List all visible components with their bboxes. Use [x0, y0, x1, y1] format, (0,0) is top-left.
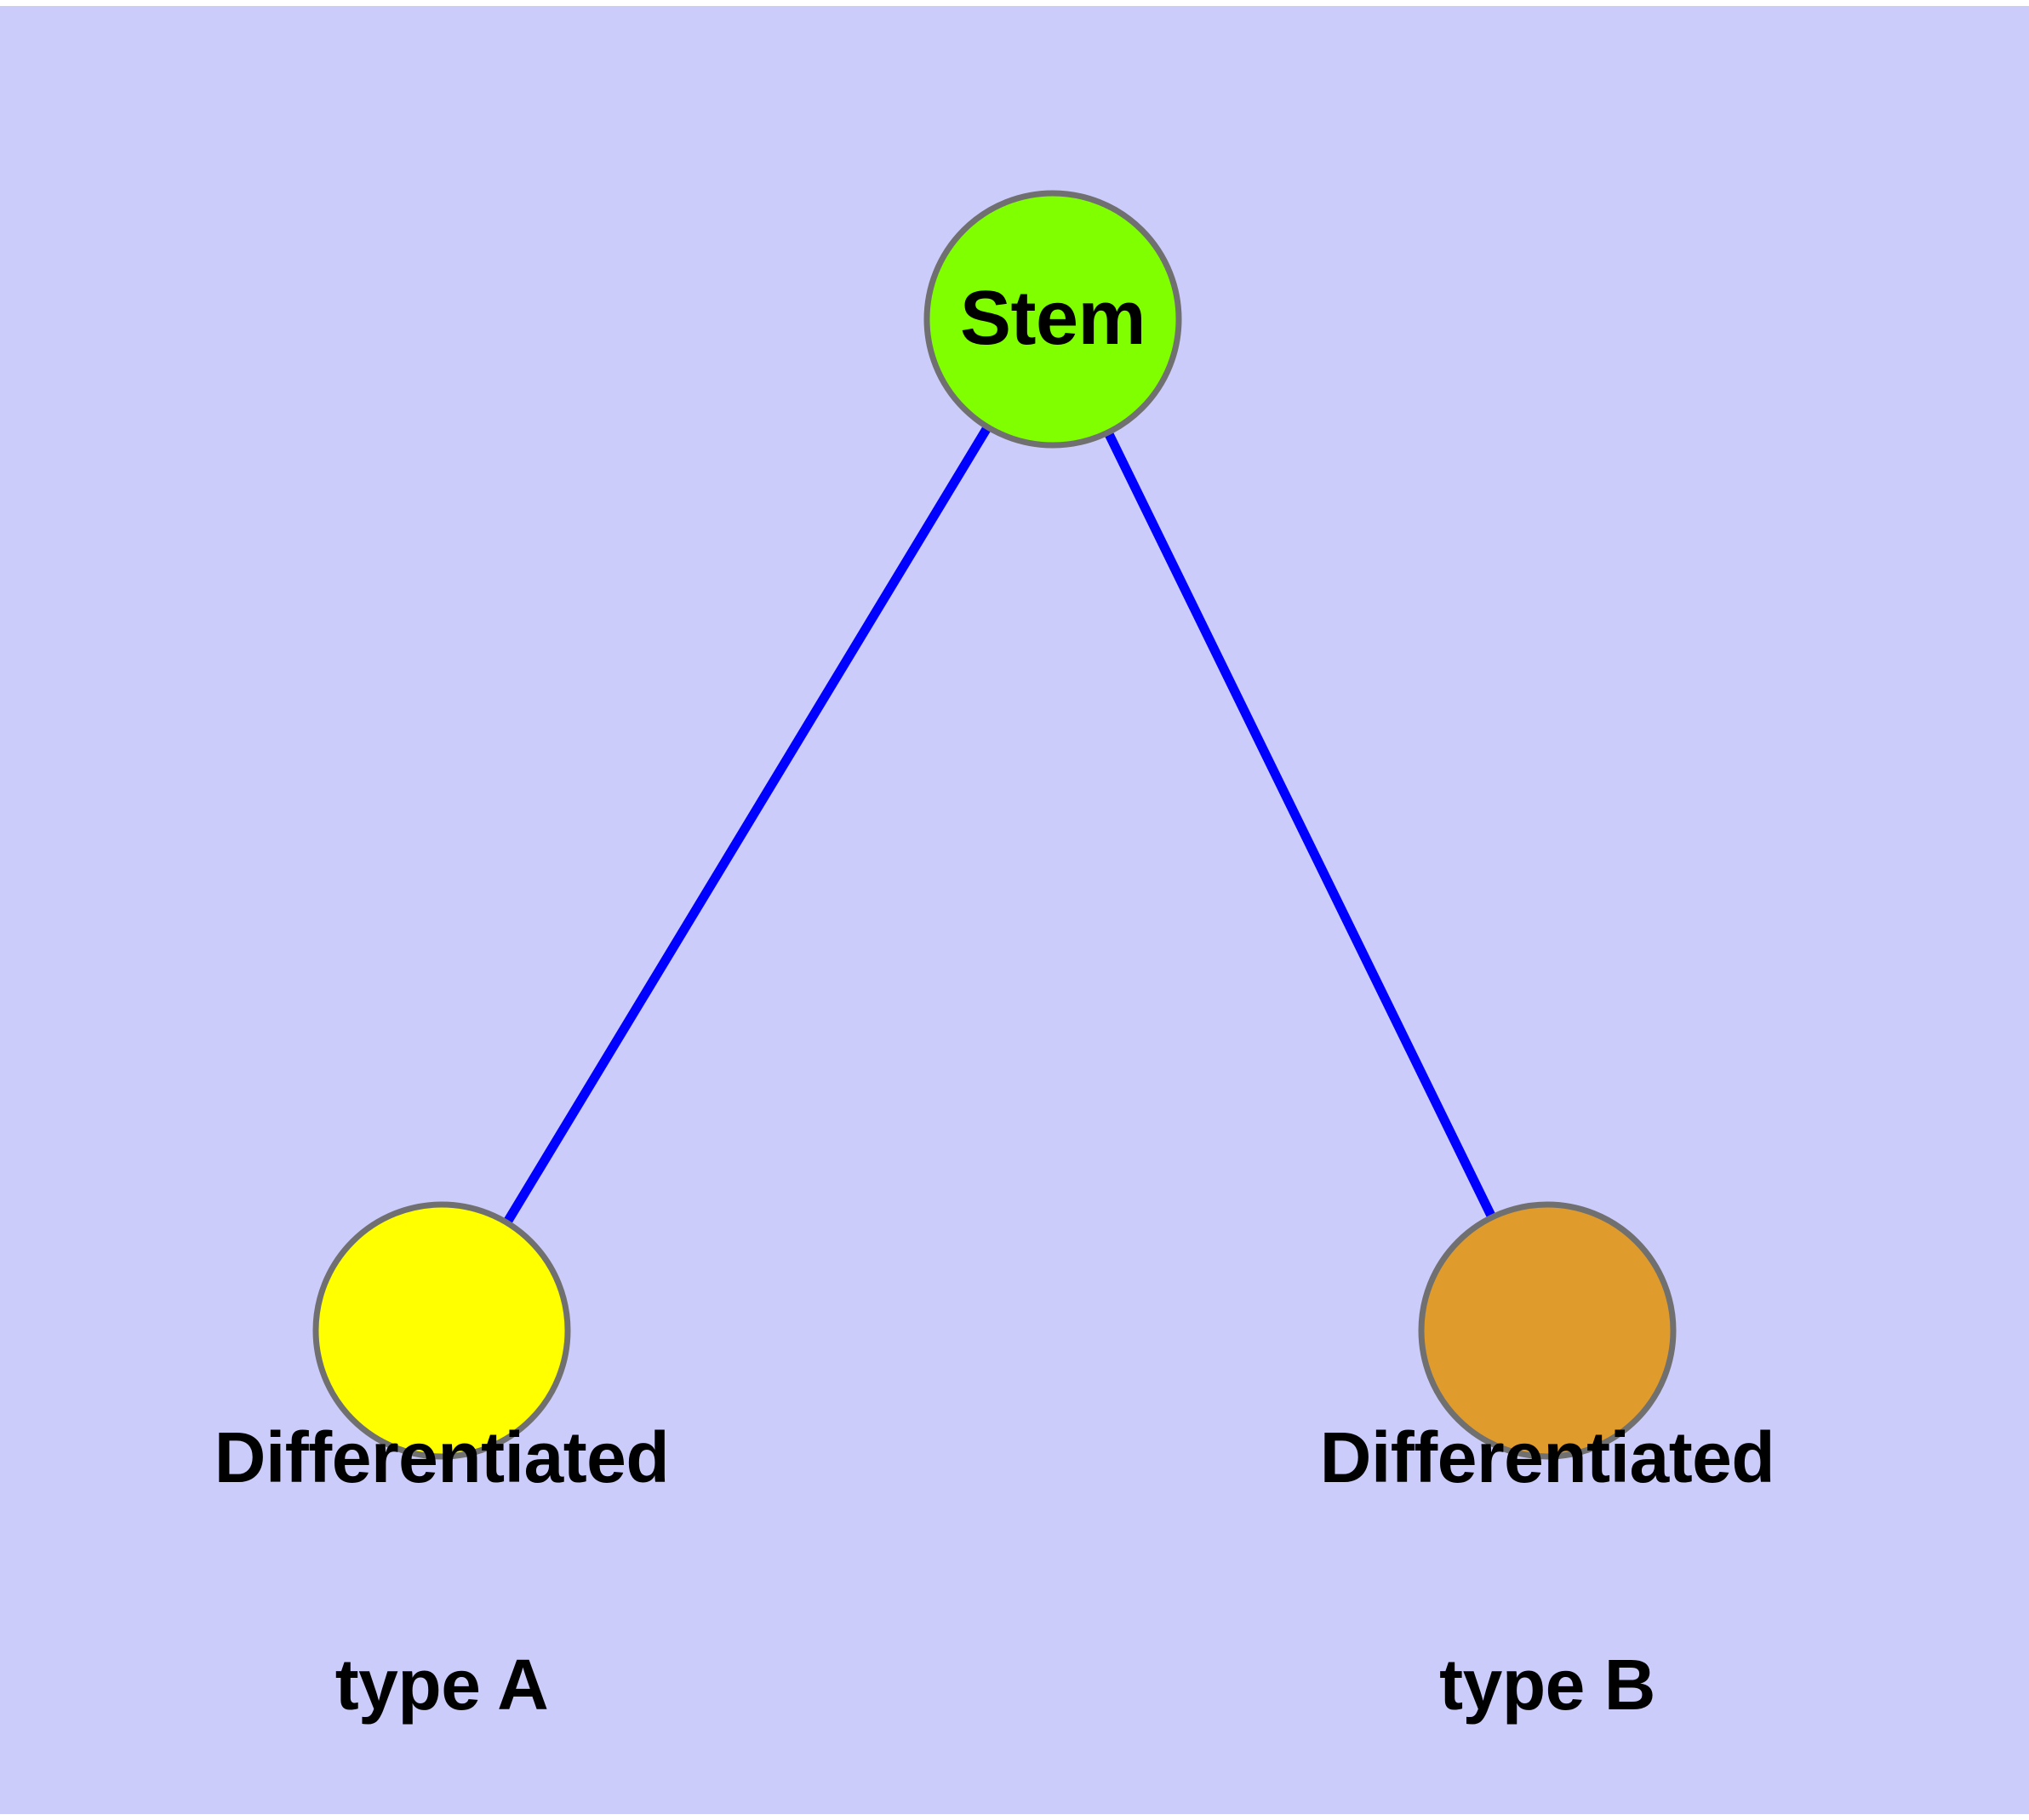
node-stem[interactable]	[923, 190, 1182, 449]
node-differentiated-type-a[interactable]	[312, 1201, 571, 1460]
edge-layer	[437, 317, 1552, 1333]
node-differentiated-type-b[interactable]	[1418, 1201, 1677, 1460]
edge-stem-to-differentiated-type-b[interactable]	[1049, 317, 1552, 1333]
edge-stem-to-differentiated-type-a[interactable]	[437, 317, 1057, 1333]
node-layer	[312, 190, 1677, 1460]
